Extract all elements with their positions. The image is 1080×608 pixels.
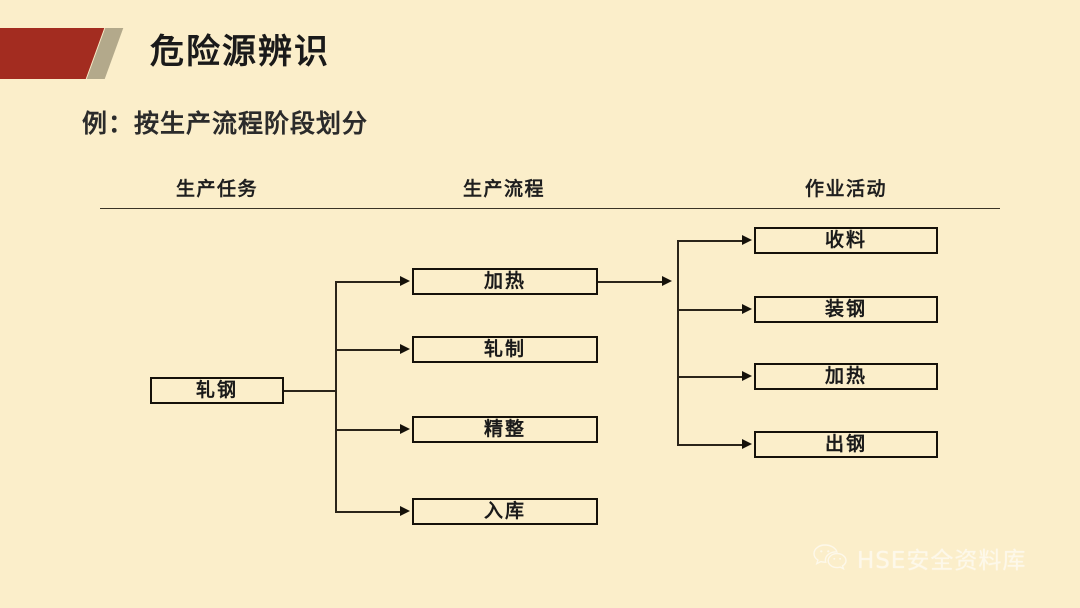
column-header-activity: 作业活动: [804, 178, 888, 200]
arrow-head-process-3: [400, 424, 410, 434]
wechat-icon: [812, 542, 848, 574]
connector-task-to-trunk: [284, 390, 336, 392]
connector-branch-process-1: [335, 281, 402, 283]
watermark: HSE安全资料库: [812, 541, 1026, 575]
activity-node-heating[interactable]: 加热: [754, 363, 938, 390]
connector-branch-activity-2: [677, 309, 744, 311]
connector-branch-process-2: [335, 349, 402, 351]
slide-subtitle: 例：按生产流程阶段划分: [82, 109, 369, 138]
watermark-text: HSE安全资料库: [857, 548, 1027, 574]
column-header-task: 生产任务: [175, 178, 259, 200]
arrow-head-process-4: [400, 506, 410, 516]
page-title: 危险源辨识: [150, 32, 330, 72]
activity-node-receiving[interactable]: 收料: [754, 227, 938, 254]
connector-process-to-trunk: [598, 281, 665, 283]
process-node-rolling[interactable]: 轧制: [412, 336, 598, 363]
connector-trunk-process: [335, 281, 337, 511]
arrow-head-activity-2: [742, 304, 752, 314]
activity-node-discharging[interactable]: 出钢: [754, 431, 938, 458]
header-decoration: [0, 28, 124, 79]
task-node-rolling-steel[interactable]: 轧钢: [150, 377, 284, 404]
connector-branch-activity-3: [677, 376, 744, 378]
activity-node-charging[interactable]: 装钢: [754, 296, 938, 323]
arrow-head-activity-3: [742, 371, 752, 381]
connector-trunk-activity: [677, 240, 679, 444]
arrow-head-trunk-activity: [662, 276, 672, 286]
header-divider: [100, 208, 1000, 209]
column-header-process: 生产流程: [462, 178, 546, 200]
connector-branch-process-4: [335, 511, 402, 513]
arrow-head-process-2: [400, 344, 410, 354]
arrow-head-activity-4: [742, 439, 752, 449]
connector-branch-activity-1: [677, 240, 744, 242]
arrow-head-activity-1: [742, 235, 752, 245]
connector-branch-process-3: [335, 429, 402, 431]
arrow-head-process-1: [400, 276, 410, 286]
process-node-finishing[interactable]: 精整: [412, 416, 598, 443]
connector-branch-activity-4: [677, 444, 744, 446]
process-node-heating[interactable]: 加热: [412, 268, 598, 295]
process-node-warehousing[interactable]: 入库: [412, 498, 598, 525]
